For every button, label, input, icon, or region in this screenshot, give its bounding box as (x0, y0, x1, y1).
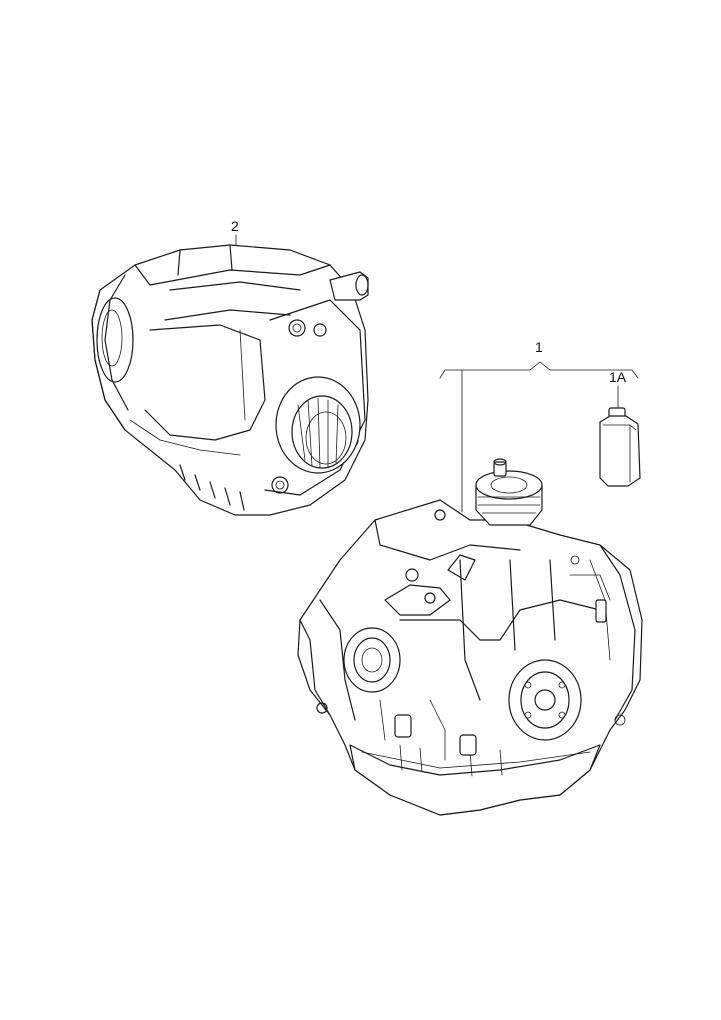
callout-label-1a: 1A (609, 369, 627, 385)
callout-part-1a[interactable]: 1A (609, 369, 627, 409)
fluid-bottle-drawing (599, 407, 641, 487)
callout-part-1[interactable]: 1 (439, 339, 639, 513)
transfer-case-drawing (91, 244, 369, 516)
gearbox-drawing (297, 458, 643, 816)
bracket-line-1 (439, 361, 639, 379)
callout-label-1: 1 (535, 339, 543, 355)
callout-label-2: 2 (231, 218, 239, 234)
